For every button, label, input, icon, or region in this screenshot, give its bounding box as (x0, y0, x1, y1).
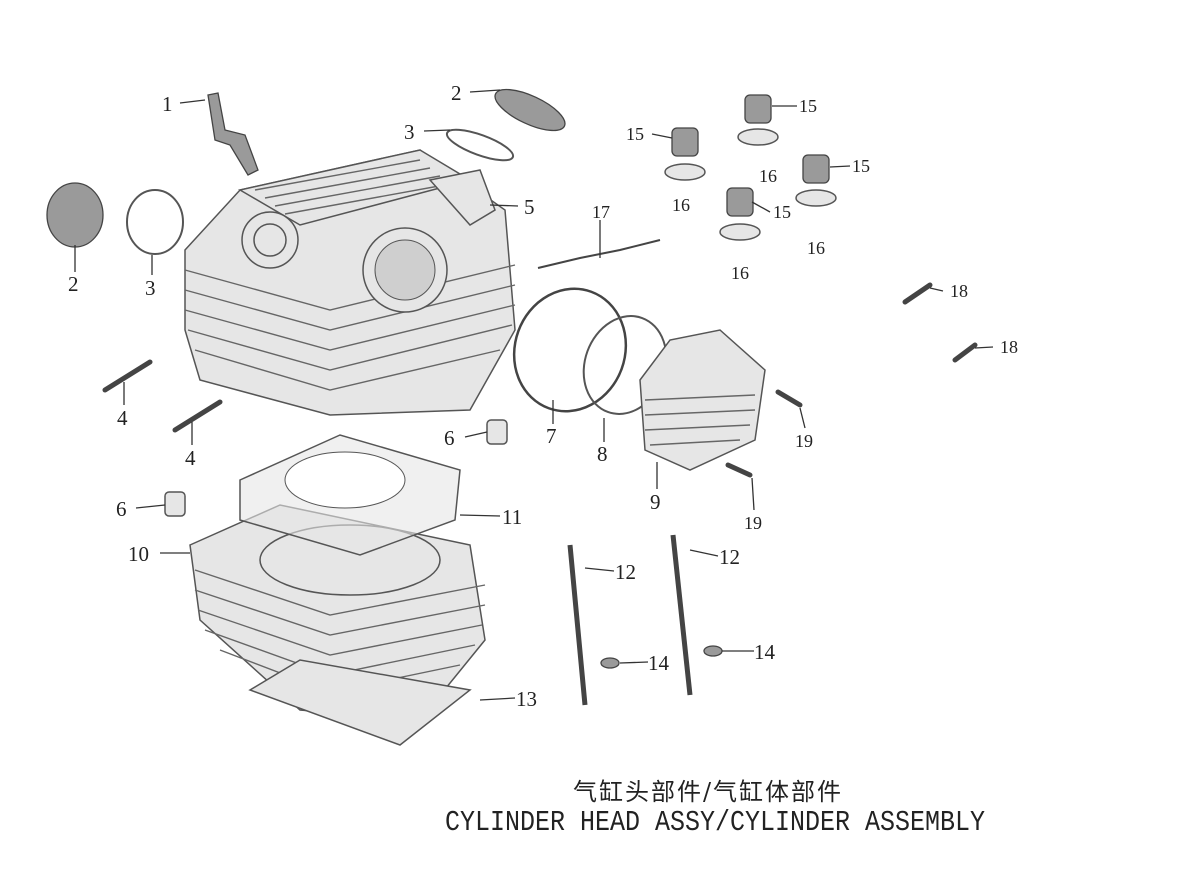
dowel-a (486, 419, 508, 445)
spark-plug (207, 92, 259, 176)
gasket-7 (512, 287, 628, 413)
callout-16b: 16 (672, 195, 690, 215)
callout-7: 7 (546, 424, 557, 448)
callout-11: 11 (502, 505, 522, 529)
nuts-washers (664, 94, 837, 241)
title-english: CYLINDER HEAD ASSY/CYLINDER ASSEMBLY (444, 805, 986, 840)
callout-14b: 14 (754, 640, 776, 664)
cap-left (46, 182, 104, 248)
callout-16c: 16 (807, 238, 825, 258)
callout-15a: 15 (626, 124, 644, 144)
callout-2-top: 2 (451, 81, 462, 105)
sensor-wire (537, 239, 661, 269)
callout-4b: 4 (185, 446, 196, 470)
leader-lines (74, 89, 994, 701)
callout-18b: 18 (1000, 337, 1018, 357)
callout-15b: 15 (799, 96, 817, 116)
callout-13: 13 (516, 687, 537, 711)
callout-18a: 18 (950, 281, 968, 301)
callout-16d: 16 (731, 263, 749, 283)
head-gasket (239, 434, 461, 556)
oring-top (445, 128, 515, 162)
callout-15d: 15 (773, 202, 791, 222)
callout-8: 8 (597, 442, 608, 466)
callout-2-left: 2 (68, 272, 79, 296)
side-cover (639, 329, 766, 471)
callout-14a: 14 (648, 651, 670, 675)
title-chinese: 气缸头部件/气缸体部件 (572, 778, 844, 806)
callout-1: 1 (162, 92, 173, 116)
callout-9: 9 (650, 490, 661, 514)
washer-14b (703, 645, 723, 657)
callout-6b: 6 (116, 497, 127, 521)
bolts (567, 534, 693, 706)
callout-19b: 19 (744, 513, 762, 533)
callout-6a: 6 (444, 426, 455, 450)
callout-12a: 12 (615, 560, 636, 584)
callout-3-left: 3 (145, 276, 156, 300)
callout-17: 17 (592, 202, 610, 222)
cap-top (494, 88, 566, 132)
callout-5: 5 (524, 195, 535, 219)
callout-10: 10 (128, 542, 149, 566)
callout-4a: 4 (117, 406, 128, 430)
callout-19a: 19 (795, 431, 813, 451)
callout-3-top: 3 (404, 120, 415, 144)
oring-left (126, 189, 184, 255)
callout-15c: 15 (852, 156, 870, 176)
callout-16a: 16 (759, 166, 777, 186)
washer-14a (600, 657, 620, 669)
cylinder-head (184, 149, 516, 416)
screws (102, 282, 978, 478)
dowel-b (164, 491, 186, 517)
callout-12b: 12 (719, 545, 740, 569)
